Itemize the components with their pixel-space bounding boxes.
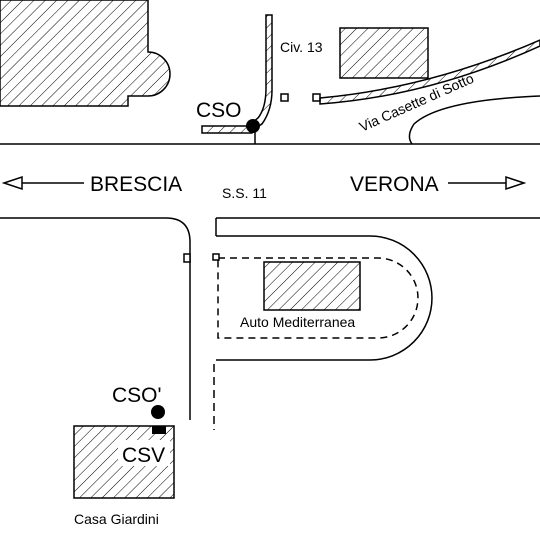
road-corner-south-west <box>165 217 191 420</box>
label-cso-prime: CSO' <box>112 384 162 407</box>
via-casette-curb-hatched <box>319 39 540 105</box>
cso-point-icon <box>246 119 260 133</box>
label-brescia: BRESCIA <box>90 173 182 196</box>
marker-south-1 <box>183 253 191 263</box>
sidewalk-strip-cso <box>201 125 253 134</box>
label-casa-giardini: Casa Giardini <box>74 511 159 527</box>
arrow-west-head <box>1 175 23 191</box>
label-verona: VERONA <box>350 173 439 196</box>
label-cso: CSO <box>196 99 242 122</box>
label-ss11: S.S. 11 <box>222 185 267 201</box>
csv-label-background <box>118 440 170 466</box>
via-casette-edge <box>408 95 540 145</box>
arrow-east-head <box>505 175 527 191</box>
building-civ-13 <box>339 27 429 79</box>
label-auto-mediterranea: Auto Mediterranea <box>240 314 355 330</box>
label-via-casette: Via Casette di Sotto <box>357 70 477 135</box>
north-wall-hatched <box>252 14 273 130</box>
cso-prime-point-icon <box>151 405 165 419</box>
marker-auto <box>212 253 220 261</box>
csv-point-icon <box>152 426 166 434</box>
building-auto-mediterranea <box>263 261 361 311</box>
auto-lot-inner-boundary <box>217 257 419 339</box>
marker-north-2 <box>312 93 321 102</box>
building-top-left <box>0 0 171 107</box>
label-civ-13: Civ. 13 <box>280 39 323 55</box>
label-csv: CSV <box>122 444 165 467</box>
marker-north-1 <box>280 93 289 102</box>
auto-lot-outline <box>216 235 433 361</box>
